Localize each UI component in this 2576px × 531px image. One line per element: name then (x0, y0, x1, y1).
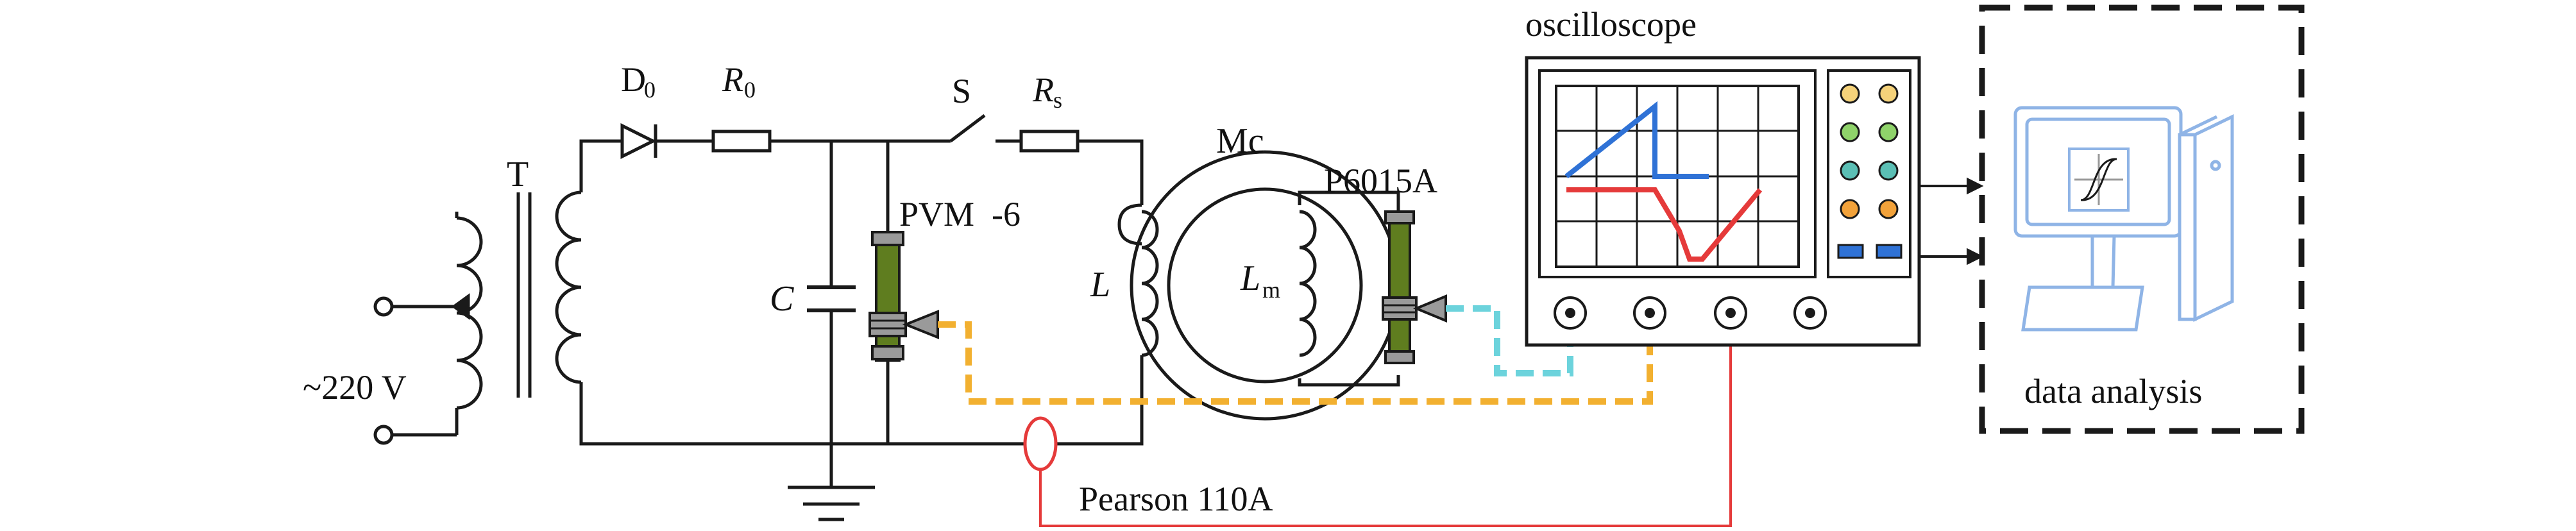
ground-symbol (788, 485, 875, 521)
pearson-label: Pearson 110A (1079, 480, 1273, 518)
transformer-label: T (507, 155, 529, 194)
inductor-lm (1299, 210, 1317, 357)
source-label: ~220 V (303, 368, 407, 407)
orange-cable (938, 321, 1653, 405)
capacitor-label: C (770, 279, 794, 319)
blue-trace (1564, 101, 1709, 179)
pvm-probe (869, 231, 939, 362)
switch-s (949, 114, 1021, 143)
pvm-probe-label: PVM -6 (899, 195, 1021, 233)
red-cable (1039, 321, 1732, 527)
computer-icon (2013, 106, 2234, 332)
diode-label: D (621, 60, 646, 99)
knob-icon (1837, 83, 1902, 259)
output-arrows (1919, 177, 1984, 266)
diode-d0 (620, 122, 667, 160)
resistor-r0-label: R (722, 60, 743, 99)
oscilloscope-label: oscilloscope (1525, 5, 1697, 44)
data-analysis-box (1979, 4, 2305, 434)
oscilloscope (1525, 56, 1921, 347)
inductor-lm-label: L (1240, 258, 1260, 298)
resistor-r0 (711, 130, 772, 153)
data-analysis-label: data analysis (2024, 372, 2202, 410)
inductor-l (1117, 203, 1159, 398)
capacitor-c (807, 285, 856, 312)
p6015a-probe (1382, 210, 1447, 364)
current-probe-label: P6015A (1324, 162, 1437, 200)
diode-label-sub: 0 (644, 77, 656, 103)
switch-label: S (952, 72, 971, 110)
red-trace (1566, 187, 1763, 262)
inductor-lm-sub: m (1262, 277, 1280, 303)
resistor-rs-label: R (1032, 71, 1054, 109)
inductor-l-label: L (1090, 265, 1110, 305)
resistor-rs-sub: s (1053, 87, 1062, 113)
pearson-sensor (1023, 416, 1058, 471)
resistor-rs (1019, 130, 1080, 153)
hysteresis-loop-icon (2068, 148, 2130, 212)
cyan-cable (1446, 305, 1573, 376)
core-label: Mc (1216, 121, 1264, 161)
resistor-r0-sub: 0 (744, 77, 756, 103)
transformer (455, 190, 582, 410)
main-wiring (579, 139, 1400, 487)
scope-input-connectors (1554, 296, 1827, 330)
